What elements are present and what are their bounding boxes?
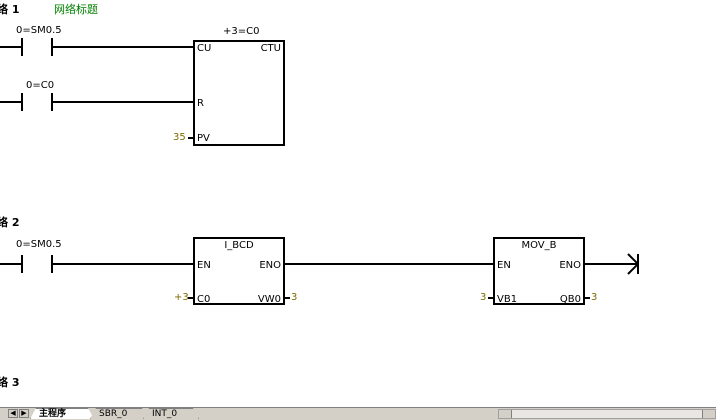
tab-scroll-right-button[interactable]: ▶ [19, 409, 29, 418]
mov-b-title: MOV_B [521, 240, 557, 251]
in-pin: VB1 [497, 294, 518, 305]
mov-b-in-value[interactable]: 3 [480, 292, 487, 303]
eno-pin: ENO [559, 260, 581, 271]
contact-operand[interactable]: 0=SM0.5 [16, 25, 62, 36]
network-2-header[interactable]: 网络 2 [0, 216, 20, 229]
eno-pin: ENO [259, 260, 281, 271]
mov-b-out-value[interactable]: 3 [591, 292, 598, 303]
pv-pin: PV [197, 133, 210, 144]
i-bcd-title: I_BCD [224, 240, 254, 251]
i-bcd-in-value[interactable]: +3 [174, 292, 189, 303]
counter-type: CTU [260, 43, 281, 54]
horizontal-scrollbar[interactable] [498, 409, 716, 419]
out-pin: QB0 [559, 294, 581, 305]
reset-pin: R [197, 98, 204, 109]
scroll-right-arrow-icon[interactable] [702, 410, 715, 418]
output-arrow-icon [627, 253, 639, 275]
in-pin: C0 [197, 294, 211, 305]
cu-pin: CU [197, 43, 212, 54]
contact-operand[interactable]: 0=SM0.5 [16, 239, 62, 250]
ctu-counter-box[interactable]: CU CTU R PV [193, 40, 285, 146]
tab-int-0[interactable]: INT_0 [143, 408, 199, 419]
pv-value[interactable]: 35 [173, 132, 186, 143]
counter-operand[interactable]: +3=C0 [223, 26, 260, 37]
tab-scroll-left-button[interactable]: ◀ [8, 409, 18, 418]
en-pin: EN [497, 260, 511, 271]
en-pin: EN [197, 260, 211, 271]
network-3-header[interactable]: 网络 3 [0, 376, 20, 389]
i-bcd-out-value[interactable]: 3 [291, 292, 298, 303]
network-1-header[interactable]: 网络 1 [0, 3, 20, 16]
i-bcd-box[interactable]: I_BCD EN ENO C0 VW0 [193, 237, 285, 305]
tab-sbr-0[interactable]: SBR_0 [90, 408, 148, 419]
contact-operand[interactable]: 0=C0 [26, 80, 55, 91]
network-1-comment[interactable]: 网络标题 [54, 3, 98, 16]
scroll-left-arrow-icon[interactable] [499, 410, 512, 418]
tab-main-program[interactable]: 主程序 [30, 408, 94, 419]
mov-b-box[interactable]: MOV_B EN ENO VB1 QB0 [493, 237, 585, 305]
out-pin: VW0 [257, 294, 281, 305]
